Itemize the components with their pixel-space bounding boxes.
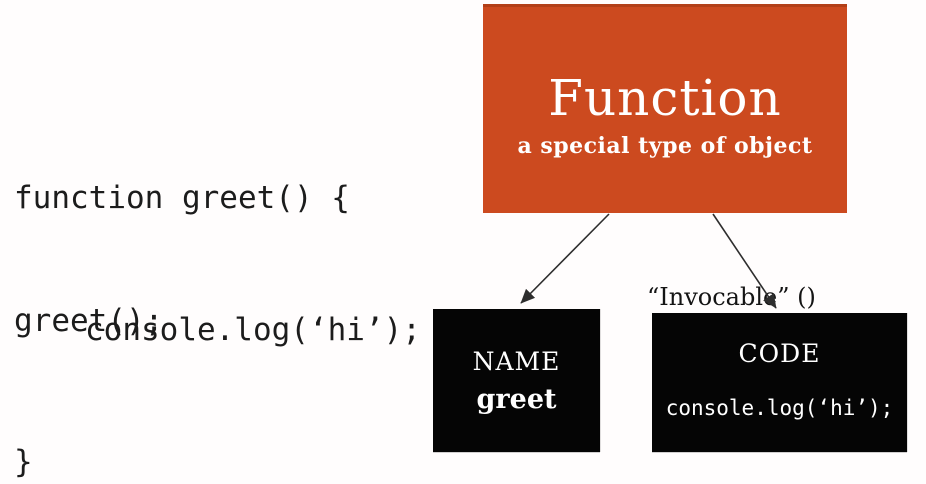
function-box: Function a special type of object	[483, 4, 847, 213]
code-line-closing-brace: }	[14, 444, 33, 480]
name-box: NAME greet	[433, 309, 600, 452]
invocable-label: “Invocable” ()	[647, 283, 816, 311]
code-box-code: console.log(‘hi’);	[665, 396, 894, 420]
function-box-subtitle: a special type of object	[517, 133, 813, 159]
name-box-value: greet	[476, 383, 557, 415]
code-call-statement: greet();	[14, 303, 164, 339]
code-snippet: function greet() { console.log(‘hi’); }	[14, 88, 421, 484]
code-box: CODE console.log(‘hi’);	[652, 313, 907, 452]
name-box-label: NAME	[472, 346, 561, 376]
code-line-console-log: console.log(‘hi’);	[85, 312, 421, 348]
function-box-title: Function	[548, 69, 782, 127]
arrow-to-name-box	[520, 213, 610, 304]
code-line-function-declaration: function greet() {	[14, 180, 350, 216]
code-box-label: CODE	[738, 339, 821, 368]
